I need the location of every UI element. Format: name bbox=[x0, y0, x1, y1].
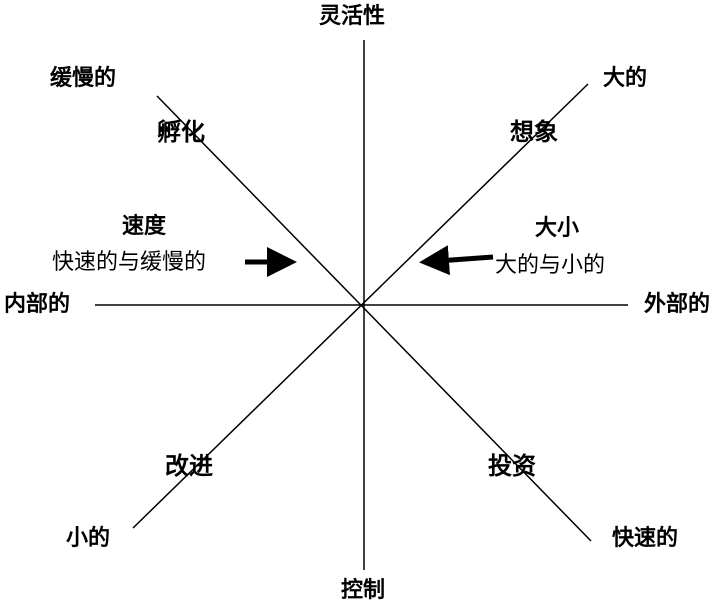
speed-subtitle: 快速的与缓慢的 bbox=[52, 250, 207, 275]
diagonal-label-bottom-left: 小的 bbox=[66, 526, 111, 551]
quadrant-label-bottom-left: 改进 bbox=[165, 452, 213, 480]
quadrant-label-bottom-right: 投资 bbox=[488, 452, 536, 480]
diagonal-line-tl-br bbox=[156, 95, 592, 542]
diagonal-line-tr-bl bbox=[132, 83, 589, 529]
diagonal-label-bottom-right: 快速的 bbox=[612, 526, 679, 551]
size-title: 大小 bbox=[535, 216, 580, 241]
axis-label-right: 外部的 bbox=[644, 292, 711, 317]
size-arrow bbox=[419, 245, 494, 276]
quadrant-label-top-right: 想象 bbox=[510, 118, 558, 146]
axis-label-top: 灵活性 bbox=[319, 4, 386, 29]
axis-label-bottom: 控制 bbox=[341, 578, 386, 603]
size-subtitle: 大的与小的 bbox=[495, 253, 606, 278]
diagonal-label-top-left: 缓慢的 bbox=[50, 66, 117, 91]
speed-title: 速度 bbox=[122, 214, 167, 239]
diagonal-label-top-right: 大的 bbox=[603, 66, 648, 91]
axis-label-left: 内部的 bbox=[4, 292, 71, 317]
quadrant-label-top-left: 孵化 bbox=[157, 118, 205, 146]
